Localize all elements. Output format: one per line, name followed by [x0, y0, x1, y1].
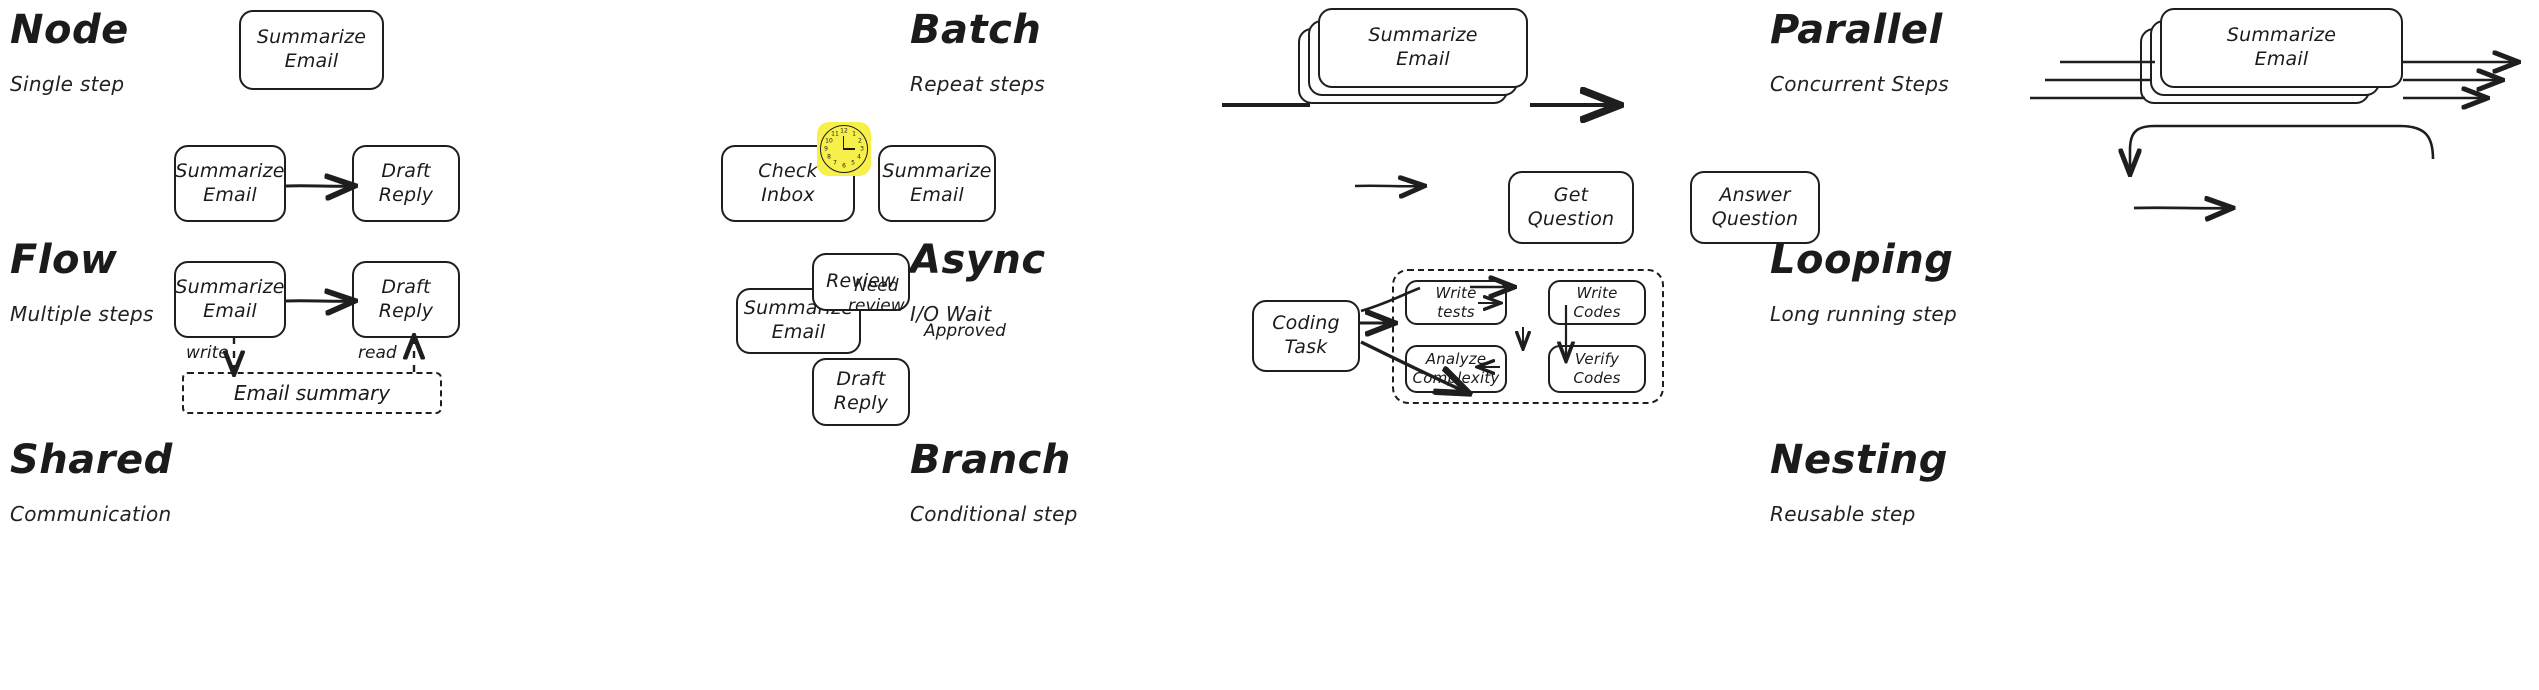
section-nesting: Nesting Reusable step Coding Task Write …	[1252, 269, 2539, 660]
section-subtitle: Long running step	[1770, 302, 1958, 326]
edge-label-write: write	[186, 343, 229, 363]
nesting-node-write-tests[interactable]: Write tests	[1405, 280, 1507, 325]
node-text: Summarize Email	[175, 159, 285, 206]
node-summarize-email[interactable]: Summarize Email	[239, 10, 384, 90]
section-subtitle: Repeat steps	[910, 72, 1045, 96]
clock-face: 12 1 2 3 4 5 6 7 8 9 10 11	[820, 125, 868, 173]
async-label-block: Async I/O Wait	[910, 240, 1240, 326]
clock-tick: 3	[860, 145, 864, 153]
section-node: Node Single step Summarize Email	[0, 0, 900, 230]
branch-node-review[interactable]: Review	[812, 253, 910, 311]
node-text: Review	[826, 270, 896, 293]
section-subtitle: Conditional step	[910, 502, 1078, 526]
section-async: Async I/O Wait Check Inbox Summarize Ema…	[721, 122, 1800, 460]
clock-tick: 4	[857, 153, 861, 161]
node-text: Write tests	[1435, 283, 1477, 321]
section-subtitle: Multiple steps	[10, 302, 154, 326]
node-text: Summarize Email	[175, 275, 285, 322]
nesting-node-analyze-complexity[interactable]: Analyze Complexity	[1405, 345, 1507, 393]
section-title: Node	[10, 7, 129, 53]
clock-tick: 7	[833, 159, 837, 167]
section-title: Parallel	[1770, 7, 1943, 53]
edge-label-read: read	[358, 343, 397, 363]
section-looping: Looping Long running step Get Question A…	[1508, 171, 2539, 460]
batch-label-block: Batch Repeat steps	[910, 10, 1240, 96]
clock-tick: 9	[824, 145, 828, 153]
section-title: Async	[910, 237, 1046, 283]
branch-node-draft-reply[interactable]: Draft Reply	[812, 358, 910, 426]
clock-icon: 12 1 2 3 4 5 6 7 8 9 10 11	[817, 122, 871, 176]
section-title: Batch	[910, 7, 1042, 53]
parallel-node-summarize-email[interactable]: Summarize Email	[2160, 8, 2403, 88]
clock-tick: 11	[831, 130, 839, 138]
nesting-subflow-group	[1392, 269, 1664, 404]
async-node-summarize-email[interactable]: Summarize Email	[878, 145, 996, 222]
clock-tick: 5	[851, 159, 855, 167]
batch-node-summarize-email[interactable]: Summarize Email	[1318, 8, 1528, 88]
node-text: Summarize Email	[882, 159, 992, 206]
shared-node-summarize-email[interactable]: Summarize Email	[174, 261, 286, 338]
section-title: Flow	[10, 237, 118, 283]
flow-label-block: Flow Multiple steps	[10, 240, 340, 326]
node-text: Coding Task	[1272, 312, 1340, 358]
shared-store-email-summary[interactable]: Email summary	[182, 372, 442, 414]
node-text: Verify Codes	[1573, 350, 1621, 387]
section-title: Nesting	[1770, 437, 1948, 483]
section-subtitle: Single step	[10, 72, 125, 96]
section-shared: Shared Communication Summarize Email Dra…	[0, 261, 900, 660]
store-label: Email summary	[233, 381, 391, 405]
node-text: Summarize Email	[2226, 24, 2337, 70]
section-flow: Flow Multiple steps Summarize Email Draf…	[0, 145, 900, 460]
section-subtitle: Communication	[10, 502, 172, 526]
parallel-label-block: Parallel Concurrent Steps	[1770, 10, 2100, 96]
looping-node-answer-question[interactable]: Answer Question	[1690, 171, 1820, 244]
flow-node-summarize-email[interactable]: Summarize Email	[174, 145, 286, 222]
node-text: Draft Reply	[378, 159, 434, 206]
node-text: Get Question	[1527, 183, 1615, 230]
nesting-node-verify-codes[interactable]: Verify Codes	[1548, 345, 1646, 393]
looping-node-get-question[interactable]: Get Question	[1508, 171, 1634, 244]
section-branch: Branch Conditional step Summarize Email …	[736, 253, 1800, 660]
shared-label-block: Shared Communication	[10, 440, 340, 526]
node-text: Answer Question	[1711, 183, 1799, 230]
section-title: Shared	[10, 437, 173, 483]
section-batch: Batch Repeat steps Summarize Email	[900, 0, 1800, 230]
clock-tick: 10	[825, 137, 833, 145]
nesting-node-write-codes[interactable]: Write Codes	[1548, 280, 1646, 325]
clock-hour-hand	[842, 136, 845, 149]
node-text: Check Inbox	[758, 159, 818, 206]
node-text: Draft Reply	[378, 275, 434, 322]
clock-tick: 12	[840, 127, 848, 135]
edge-label-approved: Approved	[924, 321, 1006, 341]
nesting-node-coding-task[interactable]: Coding Task	[1252, 300, 1360, 372]
branch-label-block: Branch Conditional step	[910, 440, 1240, 526]
section-title: Branch	[910, 437, 1071, 483]
section-subtitle: Reusable step	[1770, 502, 1916, 526]
node-label-block: Node Single step	[10, 10, 340, 96]
clock-tick: 6	[842, 162, 846, 170]
clock-tick: 8	[827, 153, 831, 161]
section-subtitle: Concurrent Steps	[1770, 72, 1949, 96]
looping-label-block: Looping Long running step	[1770, 240, 2100, 326]
section-parallel: Parallel Concurrent Steps Summarize Emai…	[1760, 0, 2539, 230]
clock-tick: 2	[858, 137, 862, 145]
node-text: Analyze Complexity	[1412, 350, 1500, 387]
flow-node-draft-reply[interactable]: Draft Reply	[352, 145, 460, 222]
shared-node-draft-reply[interactable]: Draft Reply	[352, 261, 460, 338]
nesting-label-block: Nesting Reusable step	[1770, 440, 2100, 526]
node-text: Draft Reply	[833, 368, 889, 414]
clock-tick: 1	[852, 130, 856, 138]
node-text: Write Codes	[1573, 283, 1621, 321]
section-title: Looping	[1770, 237, 1954, 283]
section-subtitle: I/O Wait	[910, 302, 992, 326]
node-text: Summarize Email	[256, 26, 367, 72]
edge-label-need-review: Need review	[848, 276, 905, 316]
clock-minute-hand	[843, 148, 855, 150]
node-text: Summarize Email	[1368, 24, 1478, 70]
